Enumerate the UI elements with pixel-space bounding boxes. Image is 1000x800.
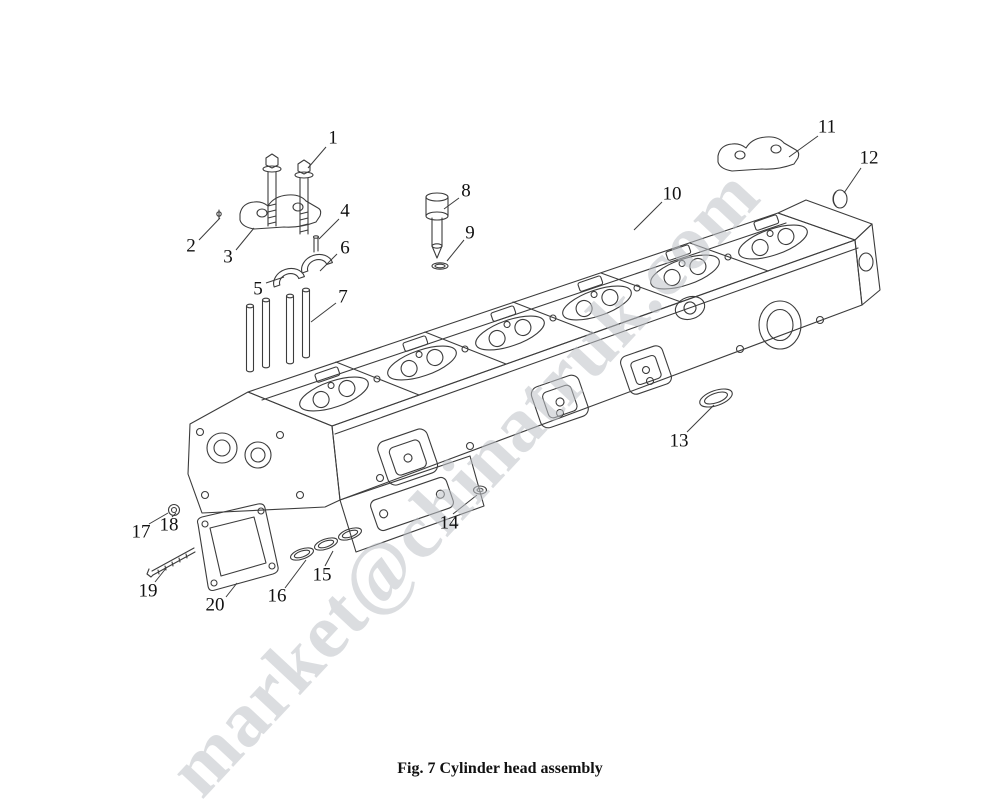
- cylinder-section: [387, 335, 457, 381]
- callout-18: 18: [159, 514, 179, 536]
- top-deck-inner-line: [261, 222, 787, 401]
- callout-2: 2: [186, 235, 196, 257]
- cylinder-section: [650, 244, 720, 290]
- rear-face: [854, 223, 881, 306]
- part-stem-seal: [289, 547, 315, 561]
- top-boss: [674, 295, 706, 321]
- callout-16: 16: [267, 585, 287, 607]
- callout-20: 20: [205, 594, 225, 616]
- part-injector-sleeve: [425, 192, 449, 259]
- exploded-parts: [146, 136, 848, 592]
- part-bearing-cap: [301, 253, 333, 274]
- callout-19: 19: [138, 580, 158, 602]
- part-bearing-cap: [273, 267, 305, 288]
- side-face-thickness: [334, 247, 859, 435]
- part-stem-seal: [313, 537, 339, 551]
- callout-14: 14: [439, 512, 459, 534]
- cylinder-section: [738, 214, 808, 260]
- callout-6: 6: [340, 237, 350, 259]
- part-stud-short: [312, 235, 320, 253]
- part-bolt: [294, 159, 314, 235]
- part-pedestal-front: [239, 194, 322, 230]
- callout-10: 10: [662, 183, 682, 205]
- side-port: [530, 374, 589, 429]
- callout-5: 5: [253, 278, 263, 300]
- cylinder-section: [562, 275, 632, 321]
- part-bolt: [262, 153, 282, 227]
- callout-8: 8: [461, 180, 471, 202]
- callout-17: 17: [131, 521, 151, 543]
- part-valve-guides: [245, 287, 311, 373]
- part-o-ring: [431, 262, 449, 270]
- part-stem-seal: [337, 527, 363, 541]
- front-lower-flange: [339, 455, 485, 553]
- figure-caption: Fig. 7 Cylinder head assembly: [397, 760, 603, 777]
- rear-top-tab: [777, 199, 873, 241]
- callout-13: 13: [669, 430, 689, 452]
- callout-12: 12: [859, 147, 879, 169]
- callout-3: 3: [223, 246, 233, 268]
- cylinder-head-body: [187, 199, 881, 553]
- round-port: [758, 300, 802, 350]
- callout-7: 7: [338, 286, 348, 308]
- part-pin: [216, 209, 222, 220]
- part-gasket: [196, 503, 279, 592]
- callout-15: 15: [312, 564, 332, 586]
- part-long-stud: [146, 547, 196, 578]
- part-valve-cap: [472, 485, 488, 495]
- side-face: [331, 239, 863, 501]
- part-cup-plug: [832, 189, 848, 209]
- leader-lines: [148, 135, 862, 598]
- part-seal-ring: [699, 388, 733, 408]
- callout-4: 4: [340, 200, 350, 222]
- callout-11: 11: [817, 116, 837, 138]
- top-deck: [247, 212, 856, 427]
- cylinder-section: [299, 366, 369, 412]
- cylinder-section: [475, 305, 545, 351]
- side-port: [620, 345, 672, 395]
- side-port: [377, 428, 439, 486]
- part-pedestal-rear: [717, 136, 800, 172]
- callout-9: 9: [465, 222, 475, 244]
- callout-1: 1: [328, 127, 338, 149]
